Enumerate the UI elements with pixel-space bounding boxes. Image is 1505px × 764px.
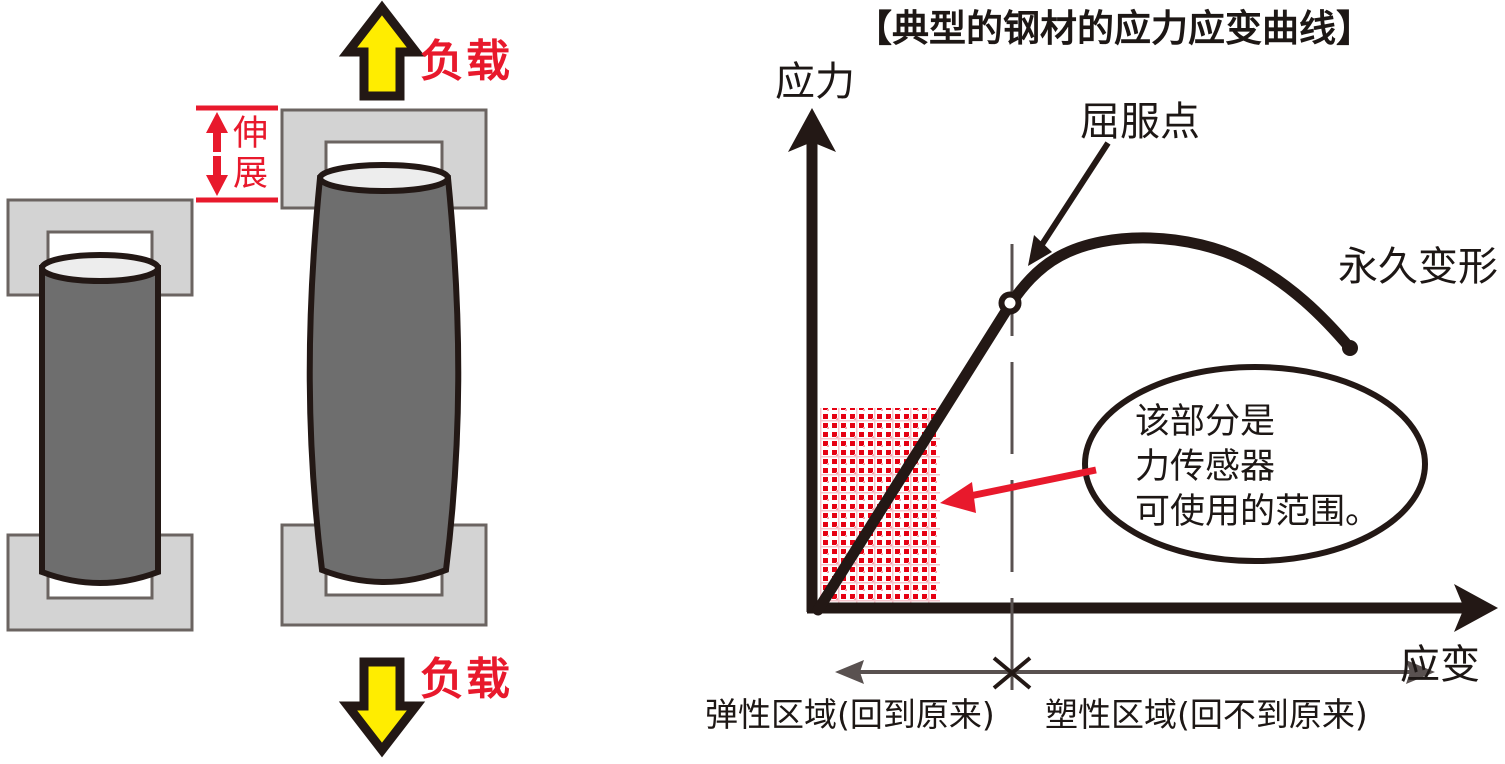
x-axis-label: 应变: [1400, 642, 1480, 688]
elongation-label-line-2: 展: [233, 154, 269, 194]
permanent-deformation-label: 永久变形: [1338, 244, 1498, 290]
yield-point-leader-arrow: [1028, 141, 1111, 266]
stress-strain-chart-svg: [788, 108, 1498, 690]
callout-text-line-1: 该部分是: [1135, 402, 1276, 442]
x-axis: [807, 584, 1498, 632]
elongation-marker: [196, 105, 278, 203]
y-axis: [788, 108, 836, 612]
callout-text-line-2: 力传感器: [1135, 447, 1276, 487]
load-label-bottom: 负载: [420, 654, 512, 705]
elongation-label-line-1: 伸: [233, 114, 269, 154]
callout-text-line-3: 可使用的范围。: [1135, 492, 1381, 532]
y-axis-label: 应力: [775, 59, 855, 105]
tensile-test-illustration: 负载 负载 伸 展: [6, 0, 512, 758]
region-span-arrow: [835, 656, 1435, 690]
stress-strain-curve: [812, 232, 1356, 616]
usable-range-leader-arrow: [940, 466, 1097, 513]
specimen-stretched: [280, 108, 488, 627]
permanent-deformation-dot: [1342, 340, 1358, 356]
yield-point-marker: [998, 291, 1022, 315]
specimen-unloaded: [6, 198, 194, 632]
load-arrow-up-icon: [338, 0, 426, 101]
load-label-top: 负载: [420, 36, 512, 87]
chart-title: 【典型的钢材的应力应变曲线】: [855, 7, 1373, 50]
tensile-test-svg: [6, 0, 488, 758]
plastic-region-label: 塑性区域(回不到原来): [1045, 695, 1368, 734]
callout-ellipse: [1082, 364, 1428, 564]
elastic-region-label: 弹性区域(回到原来): [705, 695, 995, 734]
yield-point-label: 屈服点: [1080, 99, 1200, 145]
load-arrow-down-icon: [338, 657, 426, 758]
stress-strain-chart: 【典型的钢材的应力应变曲线】 应力 应变 屈服点 永久变形 该部分是 力传感器 …: [705, 0, 1505, 764]
